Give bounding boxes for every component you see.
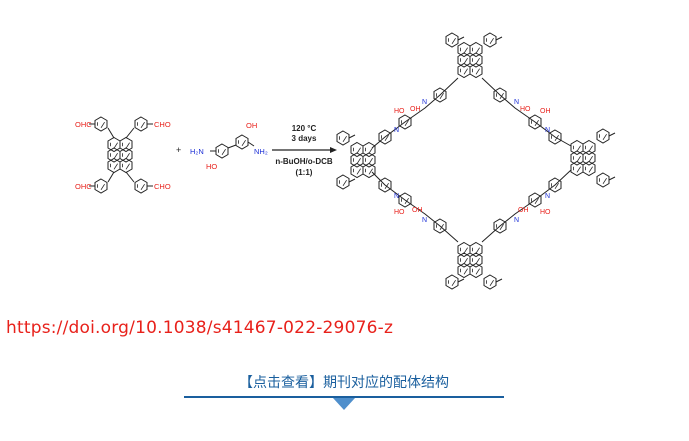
monomer-a: OHC CHO OHC CHO — [75, 116, 171, 194]
imine-label: N — [394, 127, 399, 134]
monomer-b: H₂N NH₂ OH HO — [190, 121, 268, 171]
hydroxyl-label: HO — [394, 209, 405, 216]
aldehyde-label: CHO — [154, 182, 171, 191]
imine-label: N — [514, 99, 519, 106]
imine-label: N — [545, 193, 550, 200]
aldehyde-label: OHC — [75, 182, 92, 191]
hydroxyl-label: OH — [410, 106, 421, 113]
imine-label: N — [514, 217, 519, 224]
product-pore: N N N N N N N N OH HO HO OH HO OH OH HO — [337, 33, 615, 289]
banner-title: 【点击查看】期刊对应的配体结构 — [239, 375, 449, 391]
condition-solvent: n-BuOH/o-DCB — [275, 157, 333, 166]
imine-label: N — [422, 217, 427, 224]
reaction-scheme: OHC CHO OHC CHO + H₂N NH₂ OH HO 120 °C 3… — [75, 0, 689, 310]
imine-label: N — [394, 193, 399, 200]
aldehyde-label: OHC — [75, 120, 92, 129]
hydroxyl-label: OH — [540, 108, 551, 115]
condition-ratio: (1:1) — [296, 168, 313, 177]
hydroxyl-label: OH — [412, 207, 423, 214]
related-structure-banner[interactable]: 【点击查看】期刊对应的配体结构 — [184, 372, 504, 414]
hydroxyl-label: HO — [520, 106, 531, 113]
doi-link[interactable]: https://doi.org/10.1038/s41467-022-29076… — [6, 318, 394, 338]
hydroxyl-label: HO — [206, 162, 217, 171]
amine-label: NH₂ — [254, 147, 268, 156]
condition-temperature: 120 °C — [292, 124, 317, 133]
aldehyde-label: CHO — [154, 120, 171, 129]
hydroxyl-label: HO — [394, 108, 405, 115]
imine-label: N — [545, 127, 550, 134]
plus-sign: + — [176, 145, 181, 155]
chevron-down-icon — [333, 398, 355, 410]
hydroxyl-label: OH — [246, 121, 257, 130]
hydroxyl-label: HO — [540, 209, 551, 216]
reaction-conditions: 120 °C 3 days n-BuOH/o-DCB (1:1) — [272, 124, 337, 177]
amine-label: H₂N — [190, 147, 204, 156]
banner-divider — [184, 396, 504, 398]
imine-label: N — [422, 99, 427, 106]
hydroxyl-label: OH — [518, 207, 529, 214]
condition-time: 3 days — [292, 134, 317, 143]
